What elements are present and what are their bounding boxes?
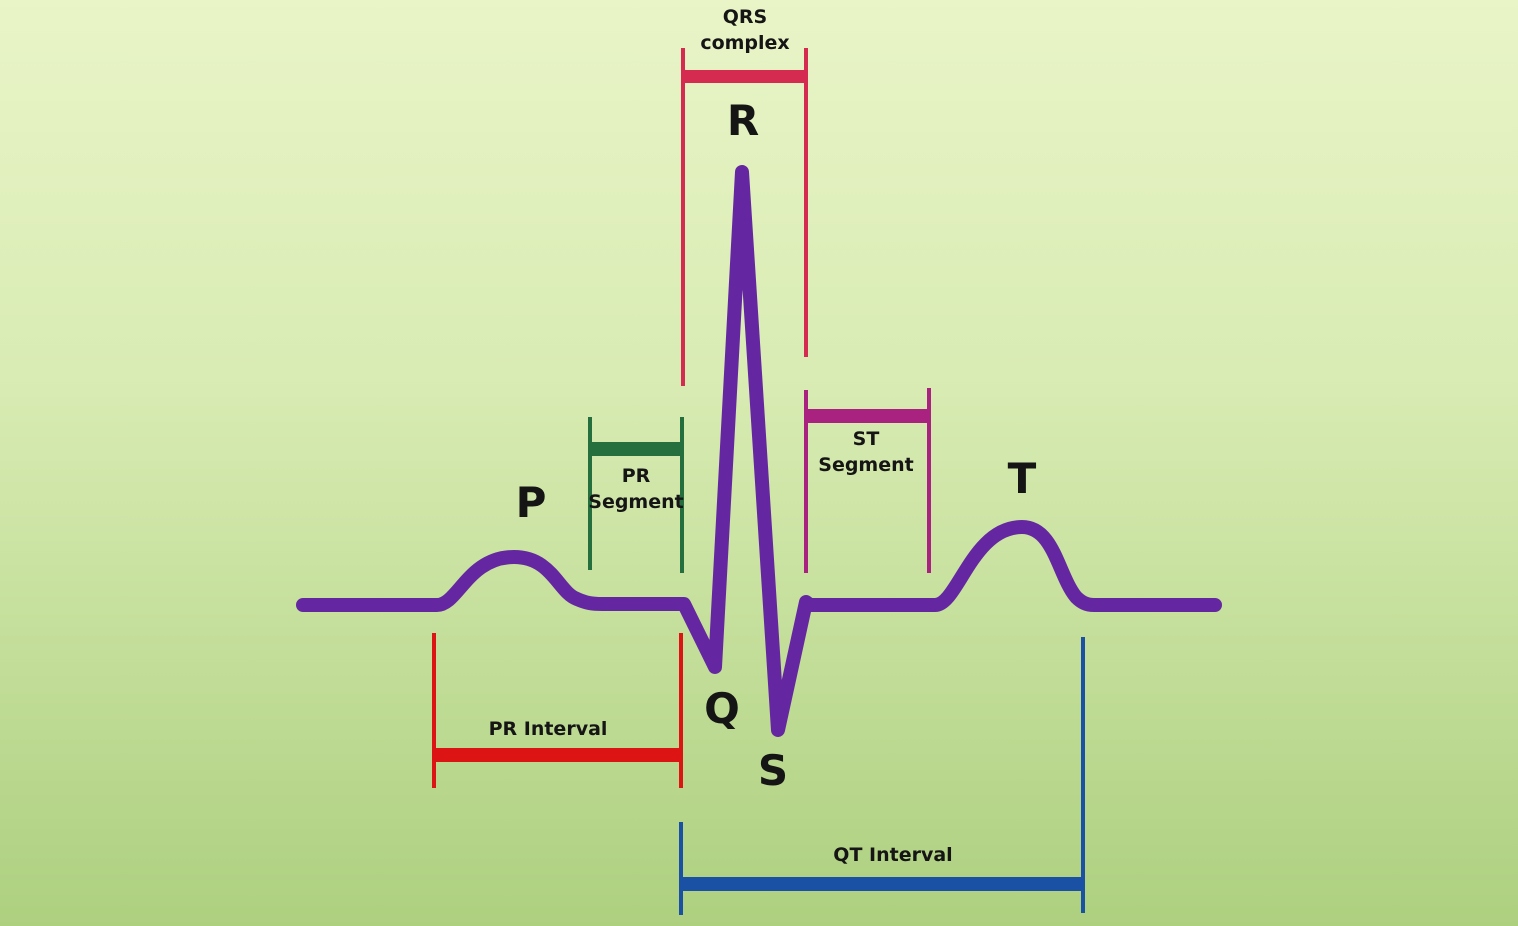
pr-interval-bracket <box>432 633 683 788</box>
st-segment-bar <box>806 409 929 423</box>
qrs-complex-bar <box>683 70 806 83</box>
s-wave-label: S <box>757 746 789 795</box>
p-wave-label: P <box>515 478 547 527</box>
pr-interval-label: PR Interval <box>488 718 608 740</box>
pr-segment-bar <box>590 442 682 456</box>
qrs-complex-label: QRS complex <box>700 6 790 54</box>
ecg-trace <box>296 165 1222 737</box>
st-segment-label: ST Segment <box>818 428 914 476</box>
qt-interval-bracket <box>679 637 1085 915</box>
qrs-complex-bracket <box>681 48 808 386</box>
q-wave-label: Q <box>704 684 740 733</box>
t-wave-label: T <box>1007 454 1037 503</box>
r-wave-label: R <box>726 96 760 145</box>
qt-interval-label: QT Interval <box>833 844 953 866</box>
st-segment-bracket <box>804 388 931 573</box>
pr-segment-label: PR Segment <box>588 465 684 513</box>
pr-interval-bar <box>434 748 681 762</box>
qt-interval-bar <box>681 877 1083 891</box>
pr-segment-bracket <box>588 417 684 573</box>
